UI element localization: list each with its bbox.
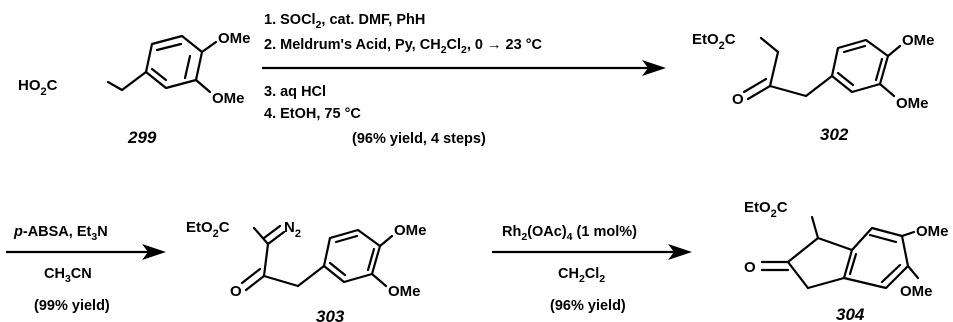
bond [804,74,834,98]
ring-bond [816,236,854,252]
compound-299: OMe OMe HO2C 299 [18,30,251,147]
yield-step-2: (99% yield) [34,298,110,314]
bond [886,44,902,58]
diazo-double-bond [262,224,282,240]
aromatic-double-bond [334,234,359,244]
arrowhead-3 [668,244,692,260]
compound-label-302: 302 [820,125,849,144]
bond [768,84,808,98]
bond [120,70,148,92]
yield-step-1: (96% yield, 4 steps) [352,131,486,147]
condition-line-1: 1. SOCl2, cat. DMF, PhH [264,12,425,31]
ome-group-2: OMe [896,95,929,112]
bond [810,215,820,240]
aromatic-double-bond [848,252,858,276]
condition-line-3: 3. aq HCl [264,84,326,100]
oxo-group: O [744,259,756,276]
ome-group-2: OMe [212,90,245,107]
carbonyl-double-bond [240,267,262,285]
condition-line-4: 4. EtOH, 75 °C [264,106,361,122]
aromatic-double-bond [183,54,192,80]
aromatic-double-bond [366,247,376,272]
compound-304: EtO2C O OMe OMe 304 [744,199,949,322]
yield-step-3: (96% yield) [550,298,626,314]
solvent-step-3: CH2Cl2 [558,266,605,285]
bond [900,230,916,238]
diazo-group: N2 [284,219,301,240]
ring-bond [786,260,810,290]
ring-bond [806,276,846,290]
bond [194,78,212,94]
aromatic-double-bond [874,57,884,82]
ester-group: EtO2C [744,199,788,220]
reagent-step-2: p-ABSA, Et3N [13,224,108,243]
aromatic-double-bond [155,42,183,52]
step-3: Rh2(OAc)4 (1 mol%) CH2Cl2 (96% yield) [492,224,692,314]
bond [370,272,388,288]
ome-group-2: OMe [900,283,933,300]
bond [768,50,780,88]
benzene-ring [144,34,204,90]
bond [378,234,394,248]
reagent-step-3: Rh2(OAc)4 (1 mol%) [502,224,637,243]
step-2: p-ABSA, Et3N CH3CN (99% yield) [6,224,166,314]
diazo-double-bond [266,230,286,246]
ester-group: EtO2C [692,31,736,52]
bond [759,36,780,54]
carbonyl-double-bond [244,274,266,292]
carboxylic-acid-group: HO2C [18,77,58,98]
oxo-group: O [230,283,242,300]
compound-label-303: 303 [316,307,345,322]
compound-label-299: 299 [127,128,157,147]
bond [906,264,920,280]
ome-group-1: OMe [218,30,251,47]
carbonyl-double-bond [746,84,772,101]
bond [106,80,124,92]
ester-group: EtO2C [186,219,230,240]
compound-label-304: 304 [836,305,865,322]
aromatic-double-bond [328,261,347,277]
condition-line-2: 2. Meldrum's Acid, Py, CH2Cl2, 0 → 23 °C [264,37,543,56]
bond [252,226,270,246]
step-1: 1. SOCl2, cat. DMF, PhH 2. Meldrum's Aci… [262,12,666,147]
compound-302: EtO2C O OMe OMe 302 [692,31,935,144]
bond [878,82,896,98]
bond [200,40,218,54]
carbonyl-double-bond [742,77,768,94]
aromatic-double-bond [842,44,867,54]
solvent-step-2: CH3CN [44,266,92,285]
arrowhead-1 [642,60,666,76]
ome-group-1: OMe [916,223,949,240]
bond [262,274,300,288]
aromatic-double-bond [836,71,855,87]
oxo-group: O [732,91,744,108]
aromatic-double-bond [868,233,898,244]
aromatic-double-bond [150,67,168,82]
bond [296,264,326,288]
ome-group-2: OMe [388,283,421,300]
aromatic-double-bond [880,263,902,284]
ome-group-1: OMe [902,32,935,49]
arrowhead-2 [142,244,166,260]
compound-303: EtO2C N2 O OMe OMe 303 [186,219,427,322]
bond [262,242,270,278]
ring-bond [786,236,820,264]
ome-group-1: OMe [394,222,427,239]
